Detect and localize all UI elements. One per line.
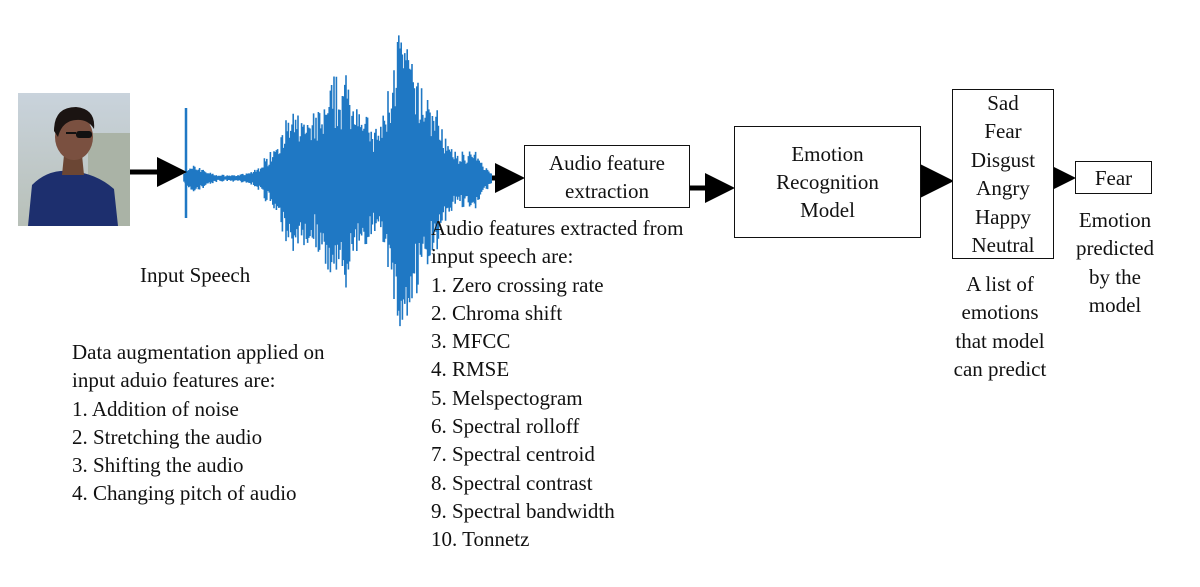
- model-box-line-3: Model: [800, 198, 855, 222]
- emotion-list-box: Sad Fear Disgust Angry Happy Neutral: [952, 89, 1054, 259]
- augmentation-item: 2. Stretching the audio: [72, 424, 263, 449]
- audio-feature-extraction-box: Audio feature extraction: [524, 145, 690, 208]
- feature-item: 8. Spectral contrast: [431, 470, 593, 495]
- emotion-recognition-model-box: Emotion Recognition Model: [734, 126, 921, 238]
- data-augmentation-list: Data augmentation applied on input aduio…: [72, 338, 325, 508]
- feature-box-line-2: extraction: [565, 178, 649, 203]
- predicted-caption-line: Emotion: [1078, 208, 1152, 232]
- input-speech-label: Input Speech: [140, 263, 251, 287]
- audio-features-list: Audio features extracted from input spee…: [431, 214, 683, 554]
- features-heading-line: input speech are:: [431, 244, 574, 269]
- predicted-emotion-box: Fear: [1075, 161, 1152, 194]
- augmentation-item: 1. Addition of noise: [72, 396, 239, 421]
- emotion-item: Neutral: [971, 233, 1035, 257]
- predicted-emotion-value: Fear: [1094, 165, 1133, 190]
- feature-item: 10. Tonnetz: [431, 527, 530, 552]
- features-heading-line: Audio features extracted from: [431, 216, 684, 240]
- model-box-line-2: Recognition: [776, 170, 879, 194]
- predicted-caption-line: model: [1088, 292, 1142, 317]
- augmentation-heading-line: input aduio features are:: [72, 368, 276, 393]
- feature-item: 1. Zero crossing rate: [431, 272, 604, 297]
- emotion-list-caption-line: can predict: [953, 356, 1047, 381]
- predicted-caption-line: by the: [1089, 264, 1141, 289]
- emotion-item: Sad: [987, 90, 1019, 115]
- feature-item: 4. RMSE: [431, 357, 510, 382]
- feature-item: 2. Chroma shift: [431, 300, 563, 325]
- emotion-item: Disgust: [970, 147, 1036, 172]
- emotion-list-caption-line: that model: [955, 328, 1045, 353]
- augmentation-item: 3. Shifting the audio: [72, 453, 244, 478]
- augmentation-item: 4. Changing pitch of audio: [72, 481, 297, 506]
- feature-item: 5. Melspectogram: [431, 385, 583, 410]
- speaker-photo-image: [18, 93, 130, 226]
- emotion-item: Fear: [984, 119, 1022, 143]
- emotion-list-caption-line: A list of: [966, 272, 1034, 296]
- emotion-list-caption-line: emotions: [961, 300, 1039, 325]
- emotion-item: Happy: [975, 204, 1031, 229]
- speaker-photo: [18, 93, 130, 226]
- augmentation-heading-line: Data augmentation applied on: [72, 340, 325, 364]
- emotion-item: Angry: [976, 176, 1030, 200]
- predicted-emotion-caption: Emotion predicted by the model: [1060, 206, 1170, 319]
- model-box-line-1: Emotion: [791, 142, 864, 166]
- feature-item: 6. Spectral rolloff: [431, 414, 580, 439]
- predicted-caption-line: predicted: [1075, 236, 1155, 261]
- feature-box-line-1: Audio feature: [548, 150, 666, 175]
- feature-item: 3. MFCC: [431, 329, 511, 354]
- feature-item: 9. Spectral bandwidth: [431, 498, 615, 523]
- emotion-list-caption: A list of emotions that model can predic…: [930, 270, 1070, 383]
- feature-item: 7. Spectral centroid: [431, 442, 595, 467]
